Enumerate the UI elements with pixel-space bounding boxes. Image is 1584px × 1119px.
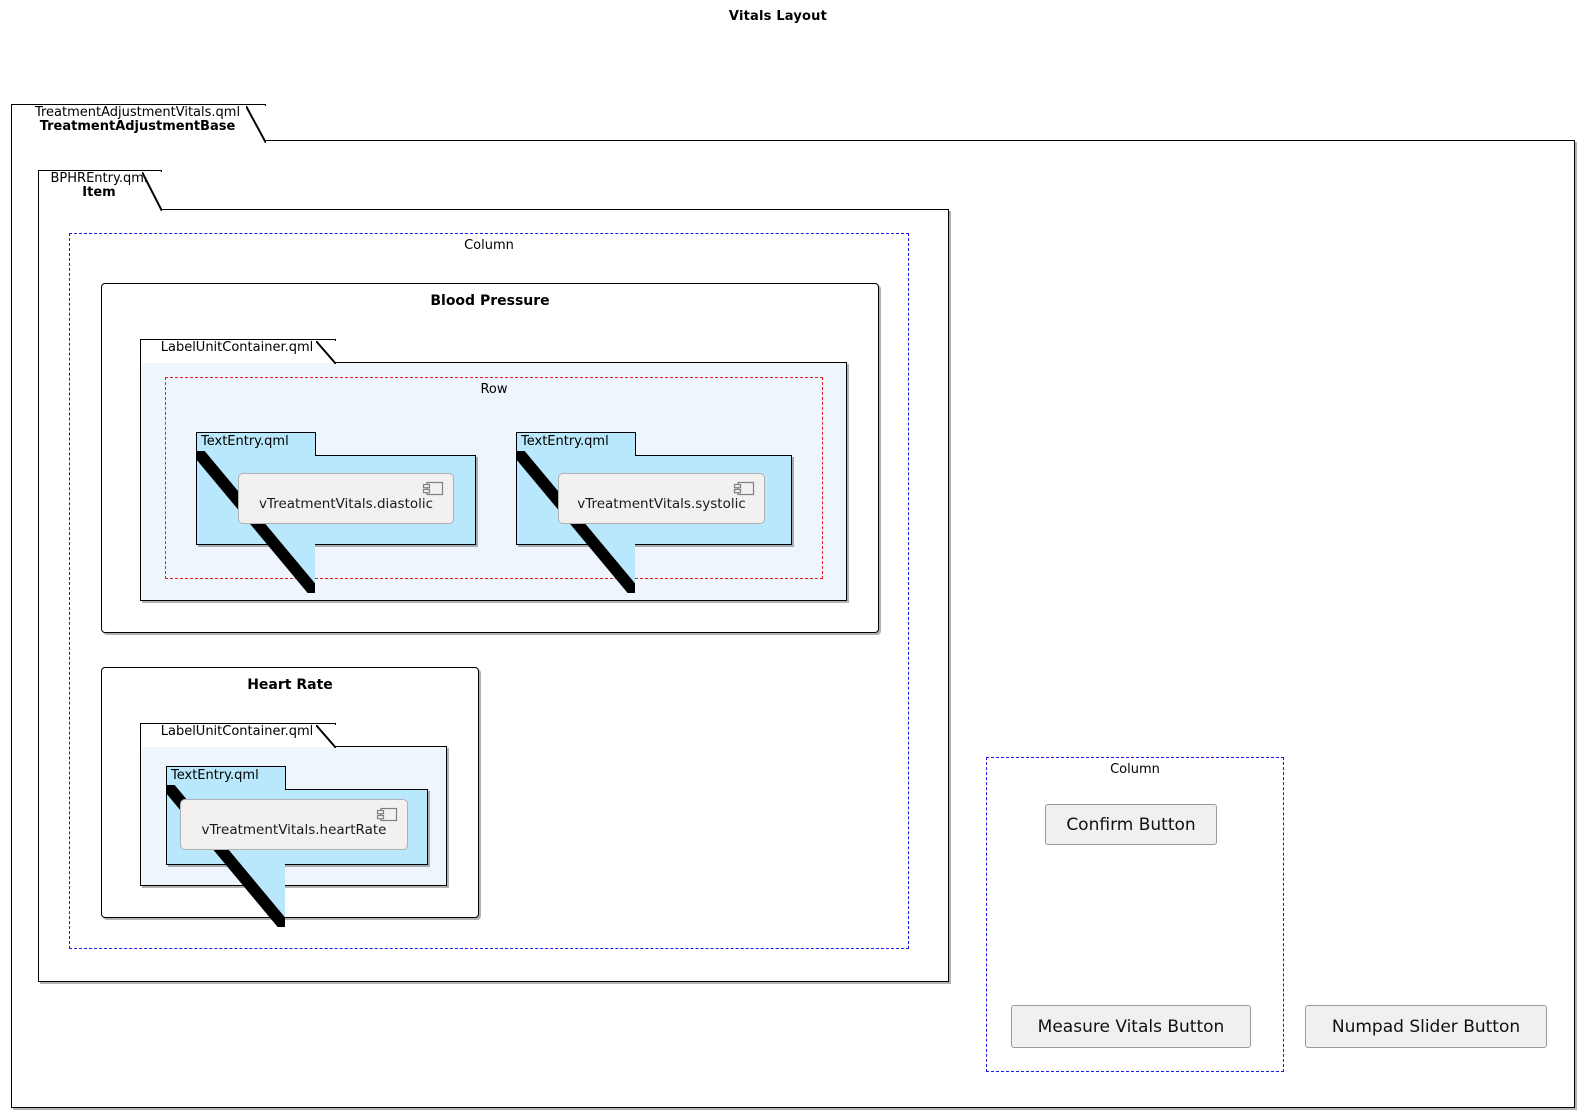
layout-column-right-label: Column — [1110, 762, 1160, 777]
layout-row-blood-pressure: Row — [165, 377, 823, 579]
package-file-name: TreatmentAdjustmentVitals.qml — [34, 105, 241, 120]
diagram-title: Vitals Layout — [728, 9, 828, 24]
confirm-button[interactable]: Confirm Button — [1045, 804, 1217, 845]
group-blood-pressure-title: Blood Pressure — [430, 293, 550, 309]
layout-row-blood-pressure-label: Row — [480, 382, 508, 397]
tab-corner-slant-icon — [316, 341, 336, 365]
component-label: vTreatmentVitals.heartRate — [201, 821, 387, 838]
layout-column-right: Column — [986, 757, 1284, 1072]
package-bphr-entry — [38, 209, 949, 982]
package-type-name: TreatmentAdjustmentBase — [39, 118, 236, 134]
numpad-slider-button[interactable]: Numpad Slider Button — [1305, 1005, 1547, 1048]
tab-corner-slant-icon — [142, 172, 162, 212]
tab-corner-slant-icon — [246, 106, 266, 144]
text-entry-diastolic-file-name: TextEntry.qml — [201, 434, 289, 449]
package-tab-label-unit-container-hr: LabelUnitContainer.qml — [140, 723, 336, 749]
label-unit-container-hr-file-name: LabelUnitContainer.qml — [160, 724, 314, 739]
text-entry-heart-rate-file-name: TextEntry.qml — [171, 768, 259, 783]
bphr-type-name: Item — [82, 184, 116, 200]
component-vtreatmentvitals-heartrate[interactable]: vTreatmentVitals.heartRate — [180, 799, 408, 850]
component-icon — [422, 481, 444, 496]
tab-corner-slant-icon — [316, 725, 336, 749]
package-treatment-adjustment-vitals — [11, 140, 1575, 1108]
component-icon — [376, 807, 398, 822]
package-tab-text-entry-heart-rate: TextEntry.qml — [162, 766, 290, 931]
measure-vitals-button[interactable]: Measure Vitals Button — [1011, 1005, 1251, 1048]
bphr-file-name: BPHREntry.qml — [50, 171, 148, 186]
label-unit-container-bp-file-name: LabelUnitContainer.qml — [160, 340, 314, 355]
package-tab-label-unit-container-bp: LabelUnitContainer.qml — [140, 339, 336, 365]
component-vtreatmentvitals-systolic[interactable]: vTreatmentVitals.systolic — [558, 473, 765, 524]
package-tab-bphr-entry: BPHREntry.qml Item — [38, 170, 162, 212]
package-tab-text-entry-diastolic: TextEntry.qml — [192, 432, 320, 597]
component-label: vTreatmentVitals.diastolic — [258, 495, 434, 512]
group-heart-rate-title: Heart Rate — [247, 677, 333, 693]
component-icon — [733, 481, 755, 496]
text-entry-systolic-file-name: TextEntry.qml — [521, 434, 609, 449]
package-tab-text-entry-systolic: TextEntry.qml — [512, 432, 640, 597]
component-vtreatmentvitals-diastolic[interactable]: vTreatmentVitals.diastolic — [238, 473, 454, 524]
package-tab-treatment-adjustment-vitals: TreatmentAdjustmentVitals.qml TreatmentA… — [11, 104, 266, 144]
layout-column-main-label: Column — [464, 238, 514, 253]
layout-column-main: Column — [69, 233, 909, 949]
component-label: vTreatmentVitals.systolic — [577, 495, 746, 512]
